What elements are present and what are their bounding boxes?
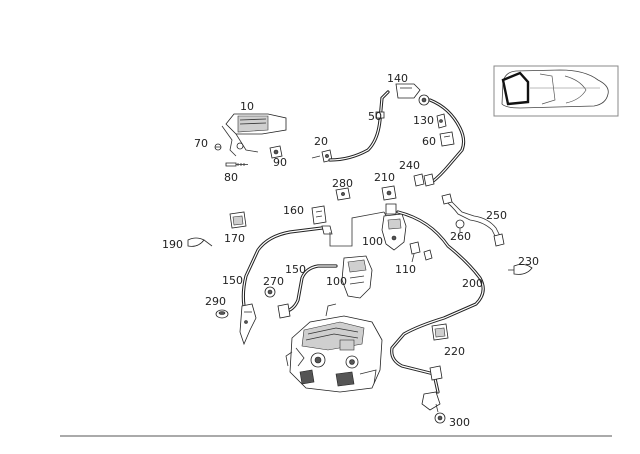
car-locator-icon (493, 65, 619, 117)
part-280[interactable] (335, 187, 351, 201)
label-290: 290 (205, 295, 226, 308)
label-90: 90 (273, 156, 287, 169)
label-110: 110 (395, 263, 416, 276)
part-60[interactable] (439, 131, 455, 147)
label-270: 270 (263, 275, 284, 288)
label-140: 140 (387, 72, 408, 85)
label-190: 190 (162, 238, 183, 251)
label-240: 240 (399, 159, 420, 172)
label-70: 70 (194, 137, 208, 150)
hose-150-mid[interactable] (277, 264, 338, 319)
label-300: 300 (449, 416, 470, 429)
hose-200[interactable] (390, 210, 485, 394)
part-160[interactable] (311, 205, 327, 225)
part-290[interactable] (215, 309, 229, 319)
part-230[interactable] (508, 264, 533, 275)
part-10[interactable] (221, 113, 287, 157)
part-70[interactable] (214, 143, 222, 151)
label-230: 230 (518, 255, 539, 268)
part-300[interactable] (421, 391, 446, 424)
label-160: 160 (283, 204, 304, 217)
part-140[interactable] (395, 83, 430, 106)
part-250[interactable] (441, 193, 505, 247)
part-270[interactable] (264, 286, 276, 298)
label-100a: 100 (362, 235, 383, 248)
label-130: 130 (413, 114, 434, 127)
label-10: 10 (240, 100, 254, 113)
label-260: 260 (450, 230, 471, 243)
part-210[interactable] (381, 185, 397, 201)
label-60: 60 (422, 135, 436, 148)
part-90[interactable] (269, 145, 283, 159)
label-200: 200 (462, 277, 483, 290)
hose-bracket[interactable] (239, 303, 257, 346)
label-250: 250 (486, 209, 507, 222)
label-100b: 100 (326, 275, 347, 288)
hose-upper-right[interactable] (428, 98, 466, 184)
label-220: 220 (444, 345, 465, 358)
hose-50[interactable] (328, 90, 390, 162)
part-110[interactable] (409, 241, 433, 263)
label-50: 50 (368, 110, 382, 123)
part-100-upper[interactable] (381, 203, 407, 251)
part-260[interactable] (455, 219, 465, 232)
part-240[interactable] (413, 173, 435, 187)
part-80[interactable] (225, 162, 248, 167)
engine-assembly[interactable] (285, 303, 383, 393)
part-220[interactable] (431, 323, 449, 341)
part-170[interactable] (229, 211, 247, 229)
label-170: 170 (224, 232, 245, 245)
label-210: 210 (374, 171, 395, 184)
label-20: 20 (314, 135, 328, 148)
label-150a: 150 (222, 274, 243, 287)
label-280: 280 (332, 177, 353, 190)
part-190[interactable] (187, 237, 213, 247)
hose-150-left[interactable] (241, 225, 333, 308)
part-100-lower[interactable] (341, 255, 373, 299)
part-130[interactable] (436, 113, 447, 129)
label-80: 80 (224, 171, 238, 184)
label-150b: 150 (285, 263, 306, 276)
